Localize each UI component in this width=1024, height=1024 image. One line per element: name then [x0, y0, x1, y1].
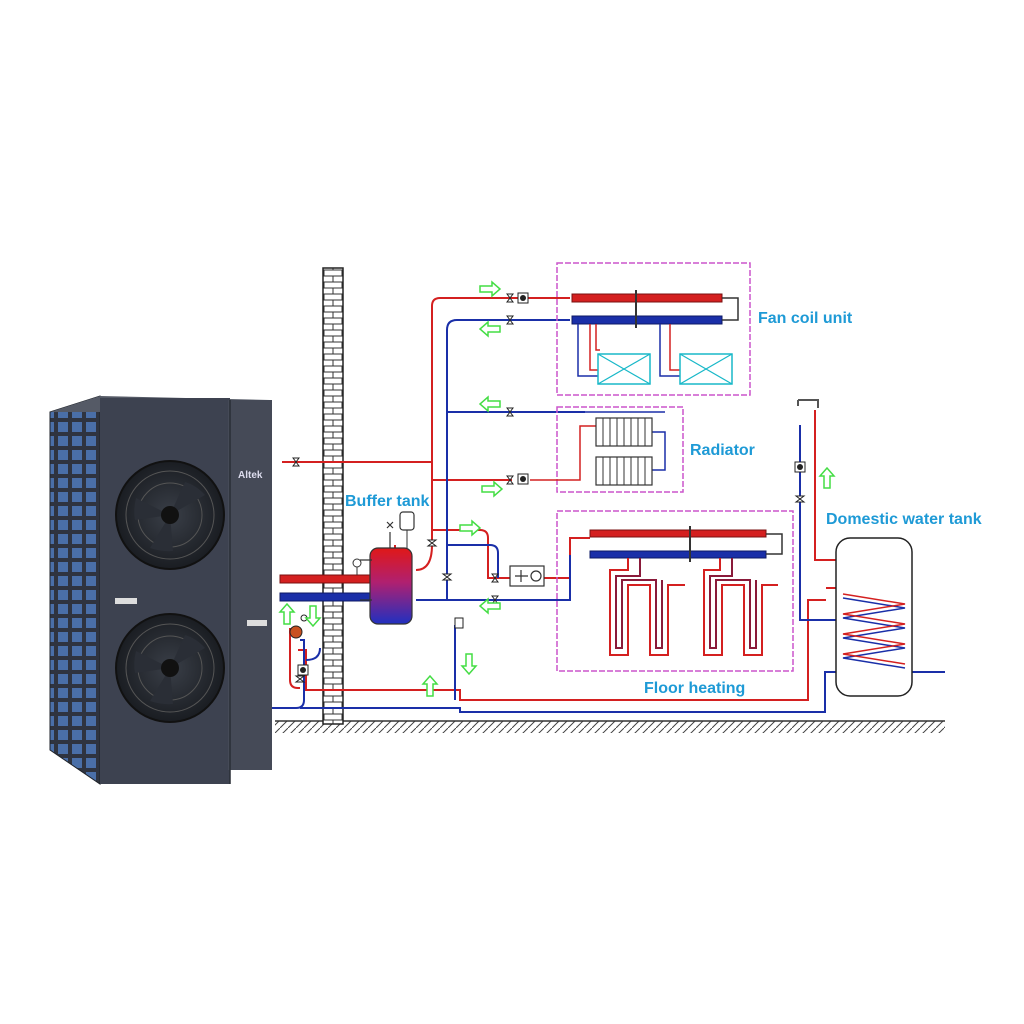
return-header-blue — [279, 592, 373, 602]
domestic-water-tank: Domestic water tank — [826, 511, 982, 697]
flow-arrow-up — [818, 466, 836, 489]
floor-coil-2 — [703, 558, 778, 656]
flow-arrow-right — [479, 280, 502, 298]
tap — [797, 399, 819, 408]
flow-arrow-left — [478, 320, 501, 338]
flow-arrow-right — [459, 519, 482, 537]
radiator-panel-1 — [595, 417, 653, 447]
floor-heating-zone: Floor heating — [556, 510, 794, 697]
hot-water-coil — [842, 593, 906, 669]
mixing-pump-station — [509, 565, 545, 587]
brand-logo: Altek — [238, 470, 263, 481]
flow-arrow-up — [278, 602, 296, 625]
radiator-panel-2 — [595, 456, 653, 486]
radiator-label: Radiator — [690, 442, 755, 459]
flow-arrow-left — [478, 597, 501, 615]
valves — [292, 293, 806, 683]
radiator-zone: Radiator — [530, 406, 755, 493]
fan-top — [115, 460, 225, 570]
ground — [275, 720, 945, 733]
brick-wall — [322, 267, 344, 725]
fan-coil-zone: Fan coil unit — [556, 262, 853, 396]
flow-arrow-up — [421, 674, 439, 697]
floor-coil-1 — [609, 558, 685, 656]
supply-header-red — [279, 574, 373, 584]
buffer-tank: Buffer tank — [345, 493, 430, 625]
fan-coil-box-2 — [679, 353, 733, 385]
flow-arrow-down — [304, 605, 322, 628]
fan-coil-box-1 — [597, 353, 651, 385]
three-way-valve — [289, 614, 308, 639]
flow-arrow-down — [460, 653, 478, 676]
floor-heating-label: Floor heating — [644, 680, 745, 697]
buffer-tank-label: Buffer tank — [345, 493, 430, 510]
domestic-tank-label: Domestic water tank — [826, 511, 982, 528]
heat-pump-unit: Altek — [49, 395, 272, 785]
fan-coil-label: Fan coil unit — [758, 310, 853, 327]
flow-arrows — [278, 280, 836, 697]
flow-arrow-left — [478, 395, 501, 413]
fan-bottom — [115, 613, 225, 723]
flow-arrow-right — [481, 480, 504, 498]
pumps — [297, 292, 806, 676]
